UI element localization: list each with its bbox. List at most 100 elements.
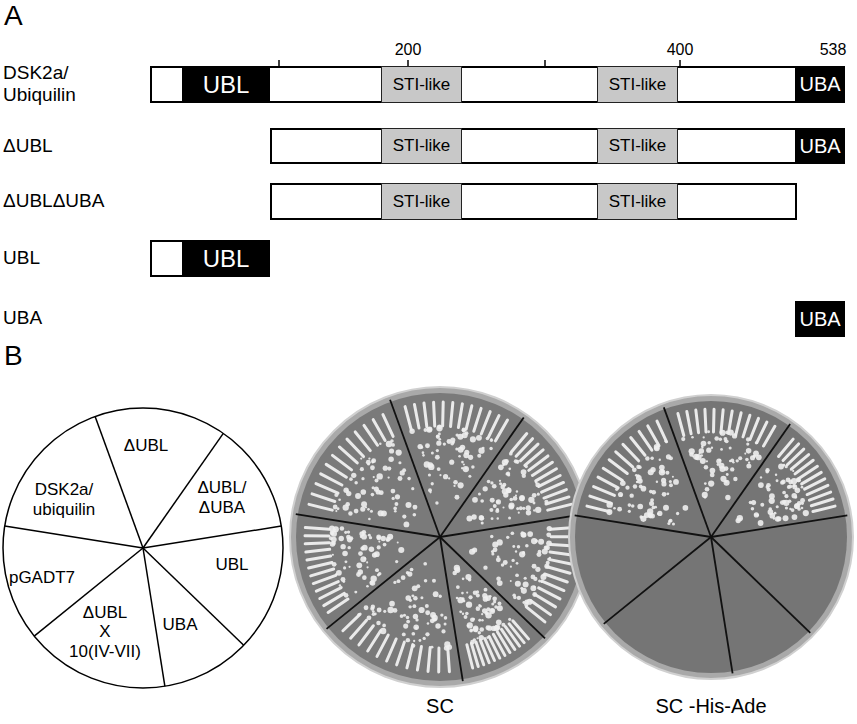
sector-line — [34, 548, 143, 636]
plate-key-lines — [5, 416, 282, 686]
yeast-streak — [405, 407, 411, 430]
yeast-streak — [441, 402, 445, 426]
yeast-colony — [340, 544, 345, 549]
yeast-colony — [398, 476, 403, 481]
yeast-colony — [633, 484, 637, 488]
yeast-colony — [788, 480, 793, 485]
residue-number: 200 — [395, 41, 422, 59]
yeast-colony — [776, 516, 781, 521]
yeast-colony — [704, 465, 708, 469]
yeast-streak — [639, 431, 652, 450]
yeast-colony — [733, 477, 737, 481]
yeast-colony — [725, 439, 729, 443]
yeast-colony — [509, 452, 513, 456]
yeast-colony — [407, 477, 411, 481]
yeast-colony — [354, 481, 357, 484]
yeast-colony — [468, 595, 472, 599]
yeast-colony — [419, 607, 425, 613]
yeast-colony — [476, 594, 480, 598]
yeast-colony — [649, 501, 654, 506]
yeast-colony — [462, 428, 466, 432]
yeast-colony — [702, 492, 708, 498]
yeast-colony — [484, 588, 488, 592]
sector-line — [390, 400, 440, 537]
yeast-colony — [606, 501, 612, 507]
yeast-streak — [311, 569, 334, 576]
yeast-colony — [358, 569, 363, 574]
yeast-colony — [455, 433, 458, 436]
sector-label: UBL — [215, 555, 248, 575]
yeast-colony — [413, 596, 418, 601]
yeast-colony — [381, 536, 386, 541]
yeast-colony — [486, 636, 489, 639]
yeast-colony — [489, 595, 492, 598]
yeast-colony — [471, 514, 476, 519]
yeast-colony — [368, 518, 371, 521]
yeast-colony — [387, 607, 393, 613]
sti-domain-box: STI-like — [597, 128, 678, 164]
yeast-colony — [728, 430, 734, 436]
yeast-streak — [603, 468, 622, 480]
yeast-colony — [532, 592, 537, 597]
yeast-streak — [383, 415, 393, 437]
yeast-colony — [374, 613, 377, 616]
yeast-colony — [774, 512, 777, 515]
yeast-colony — [391, 489, 396, 494]
yeast-colony — [402, 632, 406, 636]
yeast-colony — [492, 542, 498, 548]
yeast-colony — [531, 538, 537, 544]
yeast-colony — [515, 581, 521, 587]
yeast-colony — [493, 504, 497, 508]
yeast-colony — [431, 646, 434, 649]
yeast-colony — [769, 493, 775, 499]
yeast-colony — [422, 454, 425, 457]
yeast-colony — [335, 510, 337, 512]
yeast-colony — [411, 632, 415, 636]
yeast-streak — [347, 439, 364, 456]
yeast-colony — [458, 455, 461, 458]
yeast-colony — [389, 448, 394, 453]
yeast-streak — [424, 403, 427, 427]
yeast-colony — [718, 459, 721, 462]
yeast-colony — [549, 557, 551, 559]
yeast-colony — [495, 509, 499, 513]
yeast-colony — [378, 572, 382, 576]
yeast-colony — [782, 491, 786, 495]
protein-construct-bar: ΔUBLSTI-likeSTI-likeUBA — [270, 128, 845, 164]
yeast-streak — [307, 556, 331, 560]
yeast-colony — [433, 618, 437, 622]
yeast-colony — [331, 541, 336, 546]
yeast-colony — [791, 493, 797, 499]
sti-domain-box: STI-like — [381, 66, 462, 103]
yeast-streak — [545, 574, 568, 582]
yeast-colony — [753, 455, 757, 459]
yeast-colony — [372, 552, 377, 557]
yeast-colony — [707, 430, 710, 433]
yeast-colony — [443, 442, 446, 445]
yeast-colony — [344, 593, 349, 598]
yeast-colony — [463, 466, 469, 472]
yeast-colony — [333, 505, 338, 510]
domain-box: UBA — [795, 301, 845, 337]
yeast-colony — [394, 510, 397, 513]
yeast-colony — [431, 482, 434, 485]
yeast-streak — [489, 416, 499, 438]
yeast-streak — [428, 648, 430, 672]
domain-name: STI-like — [609, 136, 667, 156]
yeast-streak — [368, 631, 381, 651]
sector-line — [296, 514, 440, 537]
yeast-colony — [343, 504, 349, 510]
yeast-colony — [400, 614, 404, 618]
yeast-colony — [776, 479, 779, 482]
yeast-colony — [669, 519, 673, 523]
yeast-colony — [657, 513, 659, 515]
yeast-colony — [361, 477, 364, 480]
yeast-colony — [754, 512, 759, 517]
yeast-colony — [395, 560, 398, 563]
yeast-colony — [519, 551, 525, 557]
yeast-colony — [465, 467, 467, 469]
yeast-colony — [526, 510, 531, 515]
yeast-colony — [346, 491, 351, 496]
yeast-colony — [654, 445, 660, 451]
yeast-streak — [474, 408, 481, 431]
